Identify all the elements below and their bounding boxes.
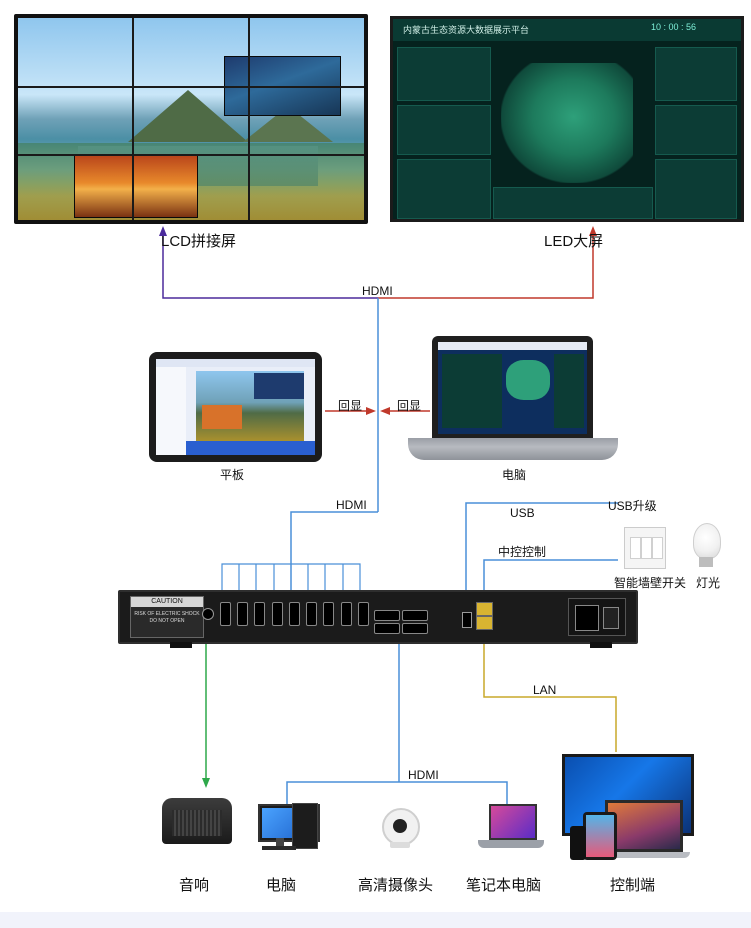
output-port — [254, 602, 265, 626]
lcd-splicing-wall — [14, 14, 368, 224]
hdmi-lcd-line — [162, 234, 378, 299]
lan-label: LAN — [533, 683, 557, 697]
output-port — [306, 602, 317, 626]
echo-right-arrow — [380, 407, 390, 415]
input-bus — [286, 781, 508, 804]
tablet-label: 平板 — [220, 468, 245, 482]
control-label: 控制端 — [610, 877, 656, 894]
usb-label: USB — [510, 506, 535, 520]
desktop-tower-icon — [292, 803, 318, 849]
input-port — [402, 623, 428, 634]
output-port — [272, 602, 283, 626]
power-socket — [568, 598, 626, 636]
led-label: LED大屏 — [544, 233, 604, 250]
output-port — [237, 602, 248, 626]
lcd-landscape-image — [18, 18, 364, 220]
hdmi-mid-label: HDMI — [336, 498, 367, 512]
laptop-device — [432, 336, 593, 438]
hdmi-bottom-label: HDMI — [408, 768, 439, 782]
pc-label: 电脑 — [266, 877, 297, 894]
led-title: 内蒙古生态资源大数据展示平台 — [403, 25, 530, 35]
audio-arrow — [202, 778, 210, 788]
led-big-screen: 内蒙古生态资源大数据展示平台 10 : 00 : 56 — [390, 16, 744, 222]
echo-left-label: 回显 — [338, 399, 363, 413]
matrix-processor: CAUTION RISK OF ELECTRIC SHOCK DO NOT OP… — [118, 590, 638, 644]
tablet-device — [149, 352, 322, 462]
hdmi-led-line — [378, 234, 594, 299]
camera-label: 高清摄像头 — [358, 877, 434, 894]
input-port — [374, 610, 400, 621]
wall-switch-label: 智能墙壁开关 — [614, 576, 687, 590]
usb-port — [462, 612, 472, 628]
caution-plate: CAUTION RISK OF ELECTRIC SHOCK DO NOT OP… — [130, 596, 204, 638]
caution-title: CAUTION — [131, 597, 203, 607]
led-clock: 10 : 00 : 56 — [651, 22, 697, 32]
output-port — [341, 602, 352, 626]
output-port — [323, 602, 334, 626]
central-control-label: 中控控制 — [498, 545, 547, 559]
usb-line — [465, 502, 618, 612]
control-laptop-icon — [605, 800, 683, 852]
led-map — [501, 63, 633, 183]
hd-camera-icon — [382, 808, 420, 846]
audio-port — [202, 608, 214, 620]
output-bus — [221, 563, 361, 598]
hdmi-top-label: HDMI — [362, 284, 393, 298]
output-port — [289, 602, 300, 626]
control-phone-icon — [570, 826, 586, 860]
light-bulb-icon — [693, 523, 721, 559]
keyboard-icon — [262, 846, 296, 850]
usb-upgrade-label: USB升级 — [608, 499, 657, 513]
output-port — [220, 602, 231, 626]
notebook-label: 笔记本电脑 — [466, 877, 542, 894]
arrow-to-lcd — [159, 226, 167, 236]
input-port — [402, 610, 428, 621]
caution-text: RISK OF ELECTRIC SHOCK DO NOT OPEN — [134, 611, 200, 624]
wall-switch-icon — [624, 527, 666, 569]
echo-left-arrow — [366, 407, 376, 415]
hdmi-out-line — [290, 511, 378, 598]
lcd-label: LCD拼接屏 — [161, 233, 237, 250]
echo-right-label: 回显 — [397, 399, 422, 413]
speaker-icon — [162, 798, 232, 844]
light-label: 灯光 — [696, 576, 721, 590]
pip-sunset-window — [74, 154, 198, 218]
arrow-to-led — [589, 226, 597, 236]
speaker-label: 音响 — [179, 877, 210, 894]
laptop-base — [408, 438, 618, 460]
input-port — [374, 623, 400, 634]
output-port — [358, 602, 369, 626]
lan-line — [483, 640, 617, 752]
notebook-icon — [489, 804, 537, 840]
control-tablet-icon — [583, 812, 617, 860]
rs232-port — [476, 602, 493, 616]
lan-port — [476, 616, 493, 630]
computer-label: 电脑 — [502, 468, 527, 482]
